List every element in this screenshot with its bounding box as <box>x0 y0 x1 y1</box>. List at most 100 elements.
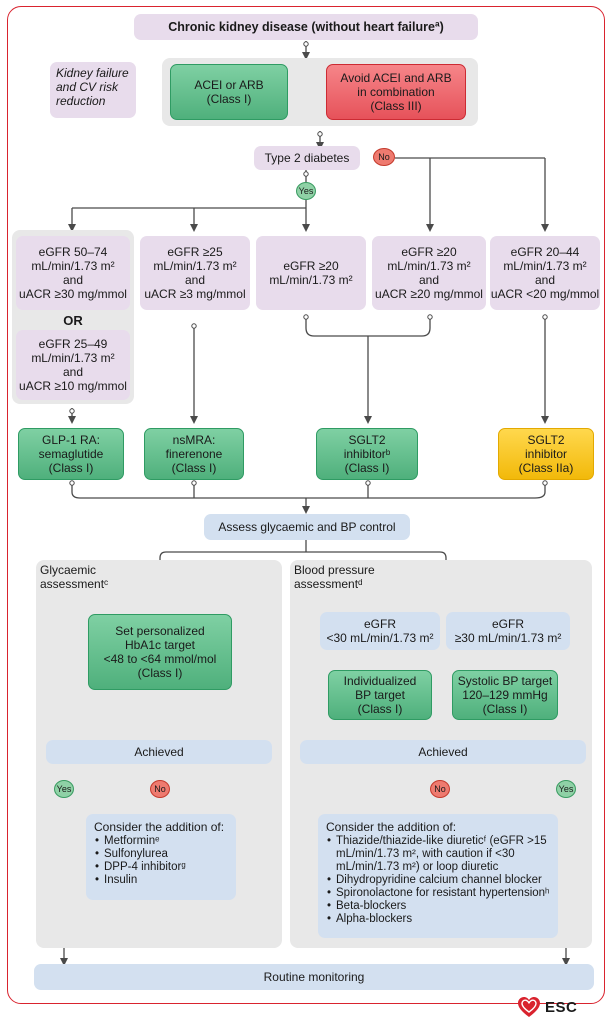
ckd-title: Chronic kidney disease (without heart fa… <box>134 14 478 40</box>
avoid-combination-box: Avoid ACEI and ARB in combination (Class… <box>326 64 466 120</box>
bp-low-l1: eGFR <box>363 617 396 631</box>
bp-title: Blood pressure assessmentᵈ <box>294 563 414 593</box>
criteria-egfr-25: eGFR ≥25 mL/min/1.73 m² and uACR ≥3 mg/m… <box>140 236 250 310</box>
esc-logo-text: ESC <box>545 998 578 1016</box>
c4-l1: eGFR ≥20 <box>401 245 457 259</box>
sglt2b-l3: (Class IIa) <box>518 461 574 475</box>
glyc-consider-heading: Consider the addition of: <box>94 820 225 834</box>
glp1-ra-box: GLP-1 RA: semaglutide (Class I) <box>18 428 124 480</box>
glyc-consider-list: Metforminᵉ Sulfonylurea DPP-4 inhibitorᵍ… <box>94 835 186 887</box>
c2-l4: uACR ≥3 mg/mmol <box>144 287 246 301</box>
bp-item: Spironolactone for resistant hypertensio… <box>327 887 550 900</box>
t2d-no-badge: No <box>373 148 395 166</box>
bp-achieved-text: Achieved <box>418 745 468 759</box>
outer-frame <box>7 6 605 1004</box>
bp-egfr-high-box: eGFR ≥30 mL/min/1.73 m² <box>446 612 570 650</box>
nsmra-l2: finerenone <box>165 447 223 461</box>
hba1c-l3: <48 to <64 mmol/mol <box>103 652 217 666</box>
glyc-item: DPP-4 inhibitorᵍ <box>95 861 186 874</box>
bp-consider-box: Consider the addition of: Thiazide/thiaz… <box>318 814 558 938</box>
bp-yes-badge: Yes <box>556 780 576 798</box>
assess-control-box: Assess glycaemic and BP control <box>204 514 410 540</box>
sglt2-inhibitor-class1-box: SGLT2 inhibitorᵇ (Class I) <box>316 428 418 480</box>
acei-line1: ACEI or ARB <box>194 78 264 92</box>
c4-l2: mL/min/1.73 m² <box>387 259 471 273</box>
bp-item: Alpha-blockers <box>327 913 550 926</box>
or-text: OR <box>63 313 83 328</box>
or-label: OR <box>16 312 130 330</box>
nsmra-l3: (Class I) <box>171 461 217 475</box>
esc-logo: ESC <box>517 996 577 1018</box>
c5-l2: mL/min/1.73 m² <box>503 259 587 273</box>
ind-l3: (Class I) <box>357 702 403 716</box>
glp1-l3: (Class I) <box>48 461 94 475</box>
criteria-egfr-20-b: eGFR ≥20 mL/min/1.73 m² and uACR ≥20 mg/… <box>372 236 486 310</box>
c5-l1: eGFR 20–44 <box>510 245 580 259</box>
glyc-yes-text: Yes <box>56 784 72 794</box>
kidney-risk-label: Kidney failure and CV risk reduction <box>50 62 136 118</box>
c5-l4: uACR <20 mg/mmol <box>490 287 600 301</box>
bp-low-l2: <30 mL/min/1.73 m² <box>326 631 434 645</box>
c2-l1: eGFR ≥25 <box>167 245 223 259</box>
glp1-l1: GLP-1 RA: <box>41 433 101 447</box>
routine-monitoring-box: Routine monitoring <box>34 964 594 990</box>
type2-diabetes-box: Type 2 diabetes <box>254 146 360 170</box>
hba1c-l1: Set personalized <box>115 624 205 638</box>
c3-l2: mL/min/1.73 m² <box>269 273 353 287</box>
bp-no-text: No <box>434 784 446 794</box>
glyc-achieved-text: Achieved <box>134 745 184 759</box>
hba1c-l2: HbA1c target <box>124 638 196 652</box>
c1b-l2: mL/min/1.73 m² <box>31 351 115 365</box>
sys-l3: (Class I) <box>482 702 528 716</box>
bp-high-l1: eGFR <box>491 617 524 631</box>
bp-yes-text: Yes <box>558 784 574 794</box>
t2d-yes-badge: Yes <box>296 182 316 200</box>
individualized-bp-box: Individualized BP target (Class I) <box>328 670 432 720</box>
glyc-consider-box: Consider the addition of: Metforminᵉ Sul… <box>86 814 236 900</box>
t2d-yes-text: Yes <box>298 186 314 196</box>
sglt2a-l2: inhibitorᵇ <box>343 447 391 461</box>
glyc-no-badge: No <box>150 780 170 798</box>
bp-egfr-low-box: eGFR <30 mL/min/1.73 m² <box>320 612 440 650</box>
c1-l3: and <box>62 273 84 287</box>
bp-high-l2: ≥30 mL/min/1.73 m² <box>454 631 562 645</box>
heart-icon <box>518 997 540 1017</box>
bp-achieved-box: Achieved <box>300 740 586 764</box>
bp-title-l2: assessmentᵈ <box>294 577 363 591</box>
bp-item: Beta-blockers <box>327 900 550 913</box>
avoid-line3: (Class III) <box>370 99 422 113</box>
kidney-risk-label-text: Kidney failure and CV risk reduction <box>56 66 129 108</box>
sys-l2: 120–129 mmHg <box>462 688 548 702</box>
bp-consider-list: Thiazide/thiazide-like diureticᶠ (eGFR >… <box>326 835 550 926</box>
sglt2b-l2: inhibitor <box>524 447 568 461</box>
c1b-l1: eGFR 25–49 <box>38 337 108 351</box>
glyc-yes-badge: Yes <box>54 780 74 798</box>
sglt2-inhibitor-class2a-box: SGLT2 inhibitor (Class IIa) <box>498 428 594 480</box>
criteria-egfr-20-44: eGFR 20–44 mL/min/1.73 m² and uACR <20 m… <box>490 236 600 310</box>
assess-text: Assess glycaemic and BP control <box>218 520 396 534</box>
acei-arb-box: ACEI or ARB (Class I) <box>170 64 288 120</box>
c4-l4: uACR ≥20 mg/mmol <box>375 287 483 301</box>
bp-consider-heading: Consider the addition of: <box>326 820 457 834</box>
glyc-achieved-box: Achieved <box>46 740 272 764</box>
criteria-egfr-50-74: eGFR 50–74 mL/min/1.73 m² and uACR ≥30 m… <box>16 236 130 310</box>
bp-item: Dihydropyridine calcium channel blocker <box>327 874 550 887</box>
c5-l3: and <box>534 273 556 287</box>
sys-l1: Systolic BP target <box>457 674 553 688</box>
systolic-bp-box: Systolic BP target 120–129 mmHg (Class I… <box>452 670 558 720</box>
t2d-no-text: No <box>378 152 390 162</box>
avoid-line1: Avoid ACEI and ARB <box>340 71 452 85</box>
sglt2b-l1: SGLT2 <box>527 433 565 447</box>
c2-l2: mL/min/1.73 m² <box>153 259 237 273</box>
hba1c-l4: (Class I) <box>137 666 183 680</box>
c2-l3: and <box>184 273 206 287</box>
hba1c-target-box: Set personalized HbA1c target <48 to <64… <box>88 614 232 690</box>
bp-title-l1: Blood pressure <box>294 563 375 577</box>
c1-l4: uACR ≥30 mg/mmol <box>19 287 127 301</box>
c1-l2: mL/min/1.73 m² <box>31 259 115 273</box>
sglt2a-l3: (Class I) <box>344 461 390 475</box>
glyc-item: Metforminᵉ <box>95 835 186 848</box>
c1b-l4: uACR ≥10 mg/mmol <box>19 379 127 393</box>
bp-no-badge: No <box>430 780 450 798</box>
glyc-item: Insulin <box>95 874 186 887</box>
